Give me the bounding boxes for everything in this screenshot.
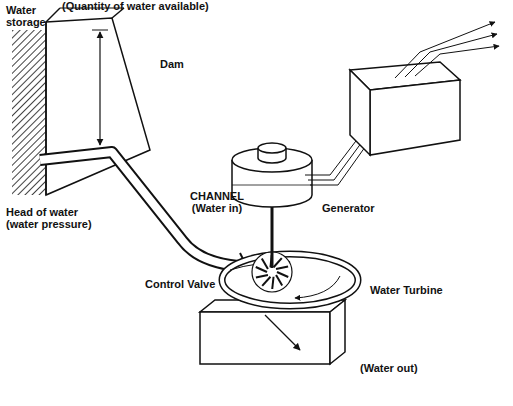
valve-label: Control Valve [145, 278, 225, 290]
runner-blade [256, 275, 268, 278]
runner-blade [262, 258, 268, 269]
runner-blade [276, 275, 282, 286]
dam [46, 18, 150, 195]
channel-label: CHANNEL (Water in) [182, 190, 252, 214]
quantity-label: (Quantity of water available) [62, 0, 262, 12]
turbine-label: Water Turbine [370, 284, 470, 296]
control-box [350, 62, 460, 155]
generator-label: Generator [322, 202, 402, 214]
runner-blade [256, 267, 267, 272]
runner-blade [274, 258, 282, 267]
water-turbine [222, 252, 358, 306]
runner-blade [272, 277, 273, 289]
dam-label: Dam [160, 58, 220, 70]
generator [232, 143, 312, 207]
runner-blade [262, 277, 270, 286]
storage-label: Water storage [6, 4, 56, 28]
outlet-label: (Water out) [360, 362, 460, 374]
head-label: Head of water (water pressure) [6, 206, 102, 230]
water-storage [12, 30, 46, 195]
head-dimension [99, 32, 100, 145]
tailrace [200, 300, 345, 364]
runner-blade [277, 272, 288, 277]
runner-blade [276, 267, 288, 270]
